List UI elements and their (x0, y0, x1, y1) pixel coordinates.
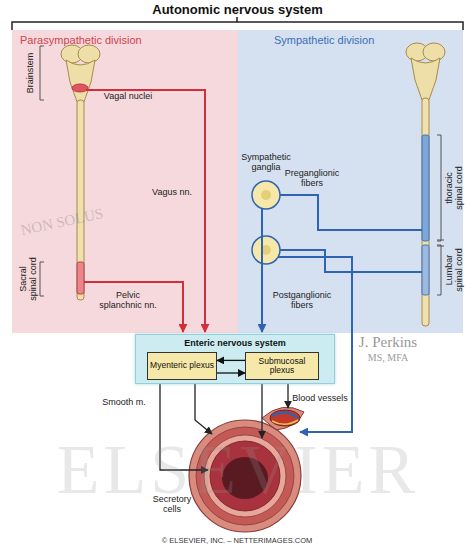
vein-tube (272, 412, 298, 418)
text-label: Preganglionic fibers (280, 168, 344, 188)
text-label: Vagus nn. (152, 187, 192, 197)
blood-vessel-knot (270, 410, 300, 426)
text-label: Lumbar spinal cord (444, 245, 464, 295)
vagal-nuclei-mark (72, 84, 88, 92)
effector-line (195, 380, 212, 434)
text-label: Pelvic splanchnic nn. (96, 290, 160, 310)
text-label: Brainstem (25, 53, 35, 94)
effector-line (287, 380, 288, 408)
diagram-title: Autonomic nervous system (0, 2, 475, 17)
text-label: Vagal nuclei (104, 91, 152, 101)
ganglion-circle (252, 236, 280, 264)
ganglion-core (261, 190, 271, 200)
text-label: MS, MFA (368, 352, 408, 363)
text-label: © ELSEVIER, INC. – NETTERIMAGES.COM (162, 537, 313, 545)
spinal-cord (422, 98, 429, 326)
watermark: ELSEVIER (57, 431, 420, 509)
text-label: Postganglionic fibers (270, 290, 334, 310)
thoracic-segment (422, 135, 429, 241)
text-label: Smooth m. (102, 397, 146, 407)
nerve-tube (272, 420, 298, 424)
system-box: Enteric nervous systemMyenteric plexus Su… (135, 334, 335, 384)
text-label: J. Perkins (359, 334, 417, 351)
spinal-cord (77, 100, 84, 300)
effector-line (261, 380, 262, 438)
title-bracket (12, 17, 463, 30)
node-text: Enteric nervous system (136, 335, 334, 348)
lumbar-segment (422, 245, 429, 295)
sacral-segment (77, 262, 84, 294)
brain-lobe (423, 43, 445, 61)
postganglionic-line (261, 209, 263, 332)
node-text: Submucosal plexus (246, 357, 318, 376)
plexus-box: Submucosal plexus (245, 352, 319, 380)
brain-lobe (78, 45, 100, 63)
ganglion-circle (252, 181, 280, 209)
node-text: Myenteric plexus (148, 361, 216, 370)
text-label: thoracic spinal cord (444, 163, 464, 213)
plexus-box: Myenteric plexus (147, 352, 217, 380)
node-text: Parasympathetic division (12, 30, 238, 50)
text-label: Sacral spinal cord (18, 254, 38, 304)
text-label: Blood vessels (292, 393, 348, 403)
